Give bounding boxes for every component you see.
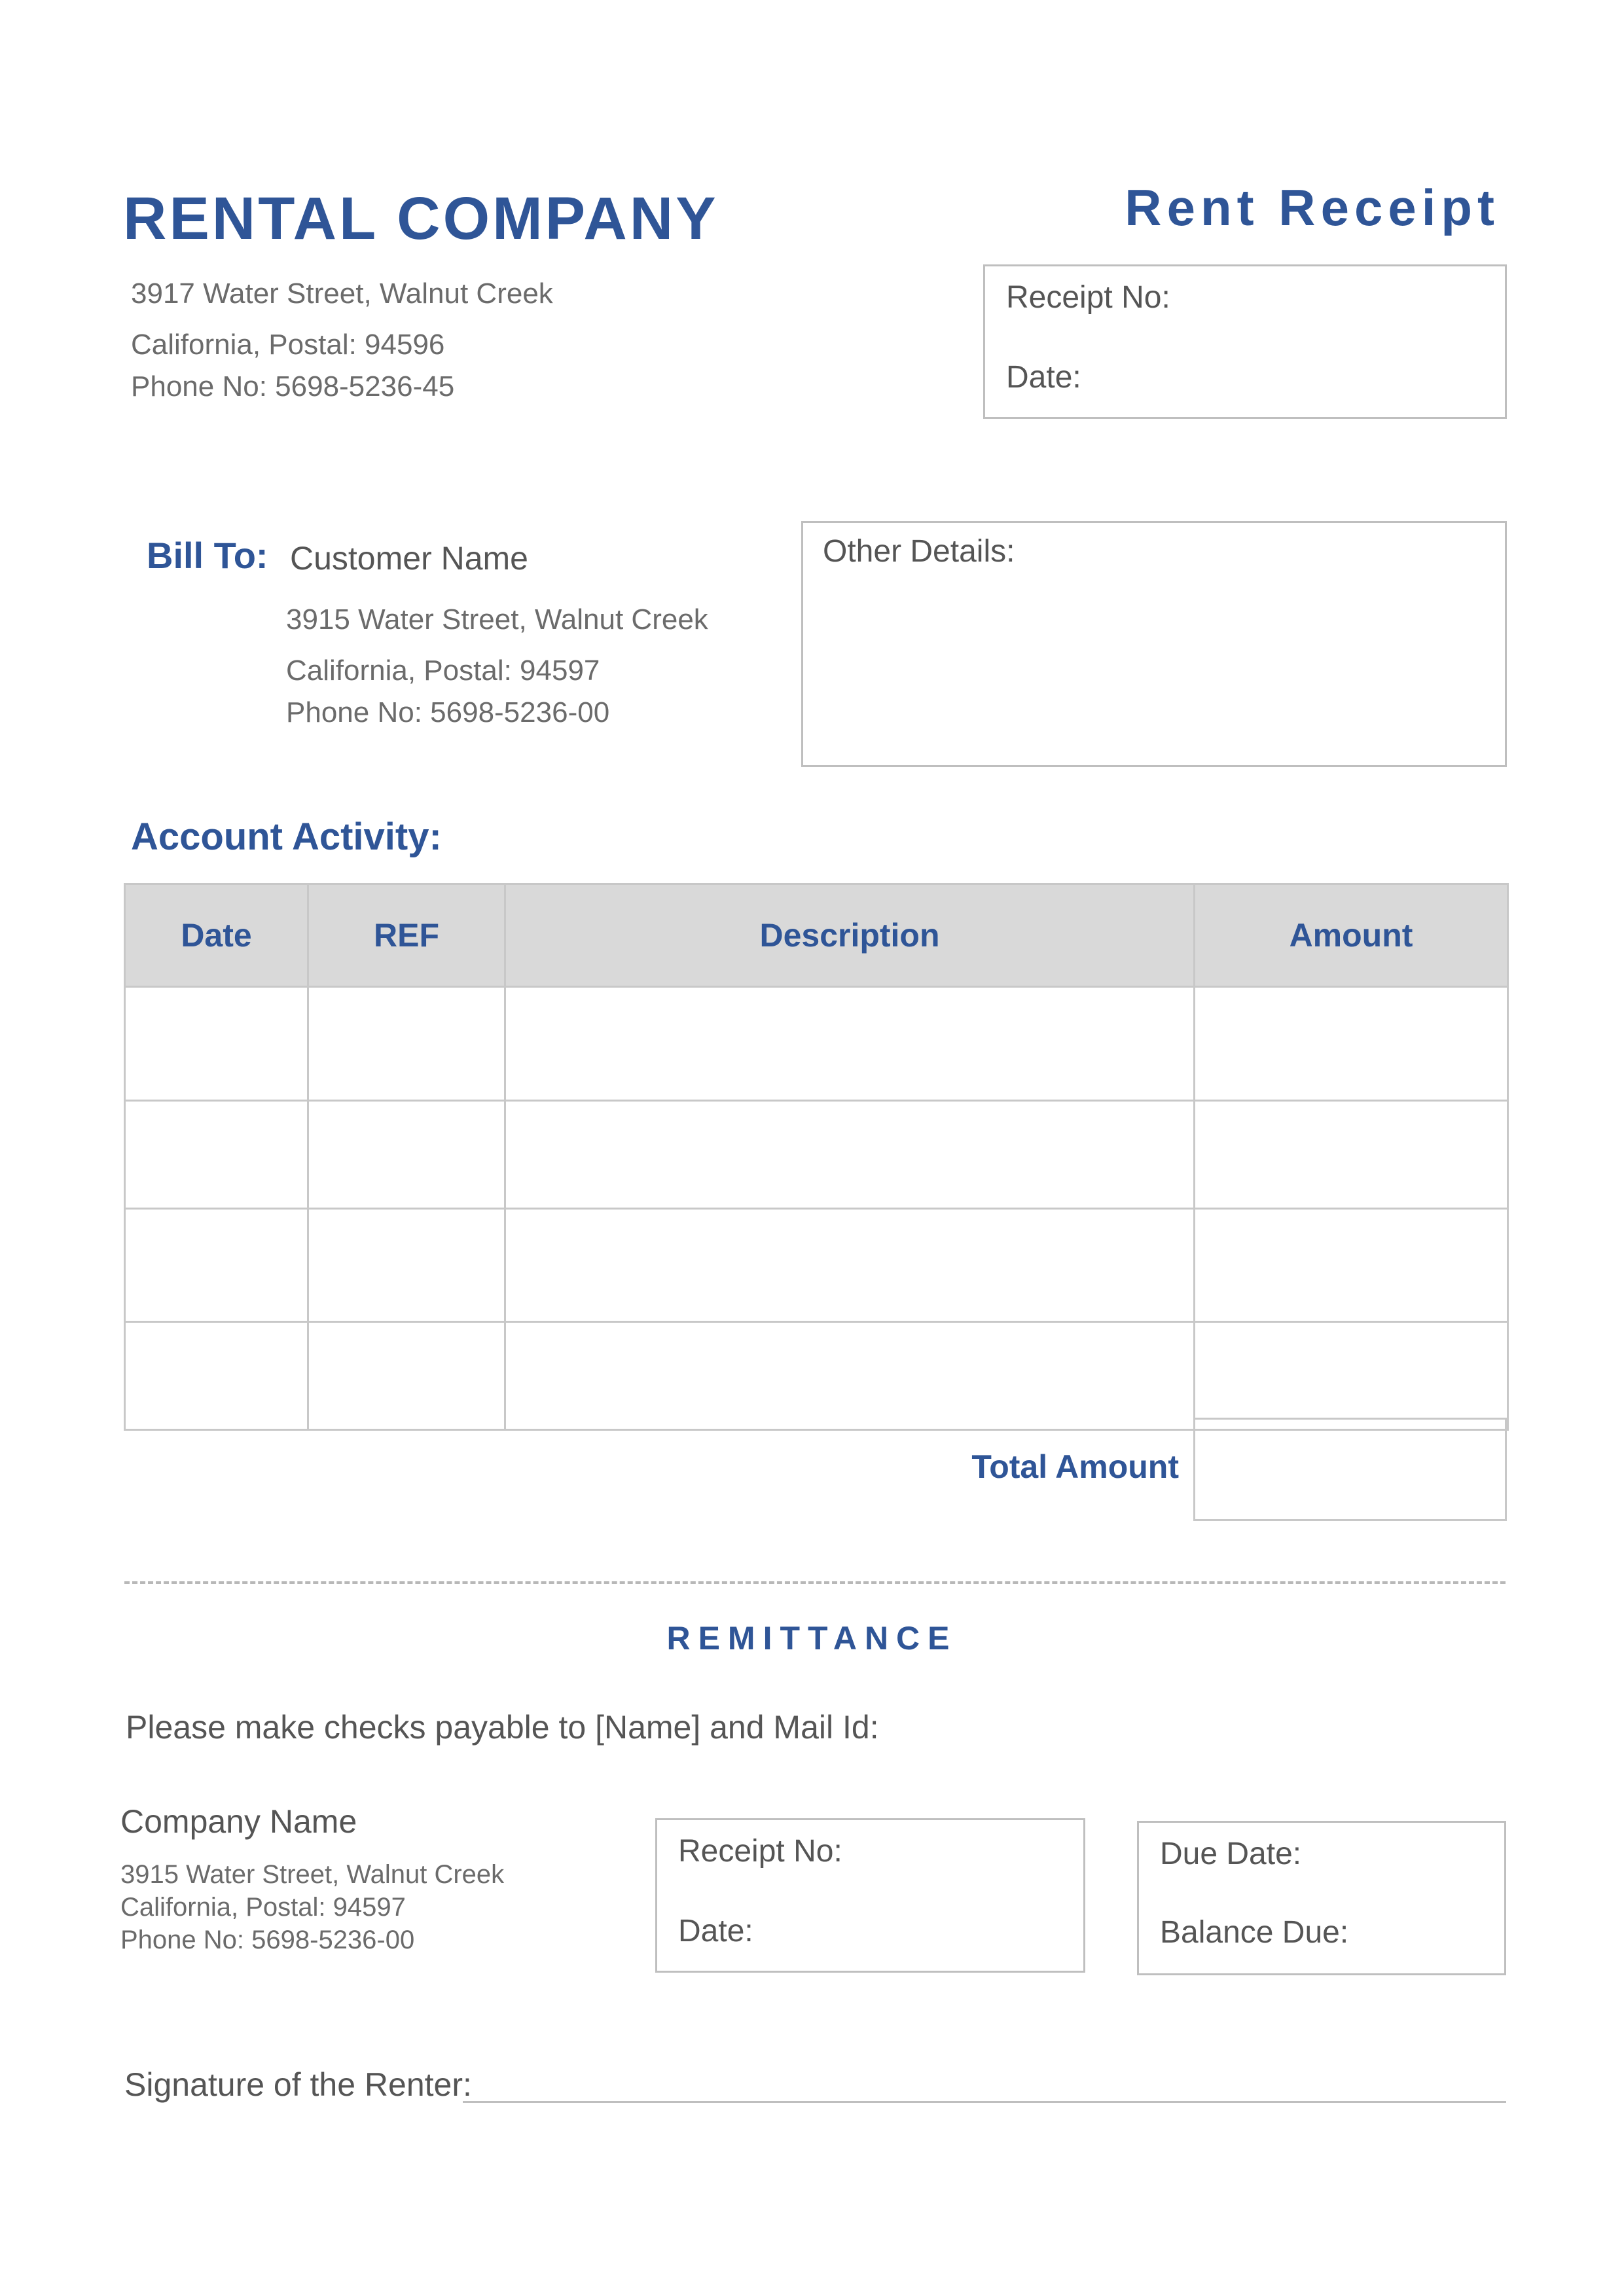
column-header-description: Description: [504, 883, 1195, 988]
table-cell[interactable]: [124, 1321, 309, 1431]
remit-date-label: Date:: [678, 1914, 753, 1948]
table-cell[interactable]: [124, 1100, 309, 1210]
remittance-title: REMITTANCE: [666, 1620, 958, 1657]
table-cell[interactable]: [124, 986, 309, 1102]
remit-company-name: Company Name: [120, 1803, 357, 1840]
due-date-label: Due Date:: [1160, 1837, 1302, 1871]
table-cell[interactable]: [124, 1208, 309, 1323]
remit-due-box: Due Date: Balance Due:: [1137, 1821, 1506, 1975]
customer-phone: Phone No: 5698-5236-00: [286, 696, 610, 728]
table-cell[interactable]: [307, 986, 506, 1102]
company-address-line1: 3917 Water Street, Walnut Creek: [131, 278, 553, 310]
remit-address-line2: California, Postal: 94597: [120, 1893, 406, 1922]
table-row: [124, 1208, 1509, 1323]
table-cell[interactable]: [307, 1321, 506, 1431]
account-activity-table: Date REF Description Amount: [124, 883, 1509, 1431]
table-cell[interactable]: [504, 986, 1195, 1102]
table-cell[interactable]: [1193, 1321, 1509, 1431]
table-cell[interactable]: [504, 1208, 1195, 1323]
receipt-no-label: Receipt No:: [1006, 280, 1170, 315]
company-phone: Phone No: 5698-5236-45: [131, 370, 455, 403]
table-row: [124, 1321, 1509, 1431]
receipt-title: Rent Receipt: [1125, 179, 1500, 236]
table-cell[interactable]: [504, 1100, 1195, 1210]
company-address-line2: California, Postal: 94596: [131, 329, 445, 361]
customer-address-line2: California, Postal: 94597: [286, 655, 600, 687]
signature-label: Signature of the Renter:: [124, 2066, 472, 2103]
receipt-info-box: Receipt No: Date:: [983, 264, 1507, 419]
company-title: RENTAL COMPANY: [123, 185, 719, 252]
customer-name: Customer Name: [290, 540, 528, 577]
other-details-label: Other Details:: [823, 534, 1015, 569]
table-row: [124, 986, 1509, 1102]
other-details-box: Other Details:: [801, 521, 1507, 767]
table-cell[interactable]: [307, 1208, 506, 1323]
table-cell[interactable]: [1193, 1208, 1509, 1323]
column-header-date: Date: [124, 883, 309, 988]
remit-phone: Phone No: 5698-5236-00: [120, 1926, 415, 1954]
table-cell[interactable]: [1193, 1100, 1509, 1210]
remit-receipt-no-label: Receipt No:: [678, 1834, 842, 1869]
table-cell[interactable]: [307, 1100, 506, 1210]
customer-address-line1: 3915 Water Street, Walnut Creek: [286, 603, 708, 636]
bill-to-label: Bill To:: [147, 535, 268, 576]
column-header-amount: Amount: [1193, 883, 1509, 988]
total-amount-field[interactable]: [1193, 1418, 1507, 1521]
table-cell[interactable]: [504, 1321, 1195, 1431]
cut-line-divider: [124, 1581, 1506, 1584]
balance-due-label: Balance Due:: [1160, 1915, 1349, 1950]
date-label: Date:: [1006, 360, 1081, 395]
signature-line[interactable]: [463, 2101, 1506, 2103]
checks-payable-note: Please make checks payable to [Name] and…: [126, 1709, 879, 1746]
total-amount-label: Total Amount: [971, 1448, 1179, 1485]
remit-receipt-box: Receipt No: Date:: [655, 1818, 1085, 1973]
column-header-ref: REF: [307, 883, 506, 988]
table-cell[interactable]: [1193, 986, 1509, 1102]
table-header-row: Date REF Description Amount: [124, 883, 1509, 988]
account-activity-title: Account Activity:: [131, 816, 442, 858]
table-row: [124, 1100, 1509, 1210]
remit-address-line1: 3915 Water Street, Walnut Creek: [120, 1860, 505, 1889]
